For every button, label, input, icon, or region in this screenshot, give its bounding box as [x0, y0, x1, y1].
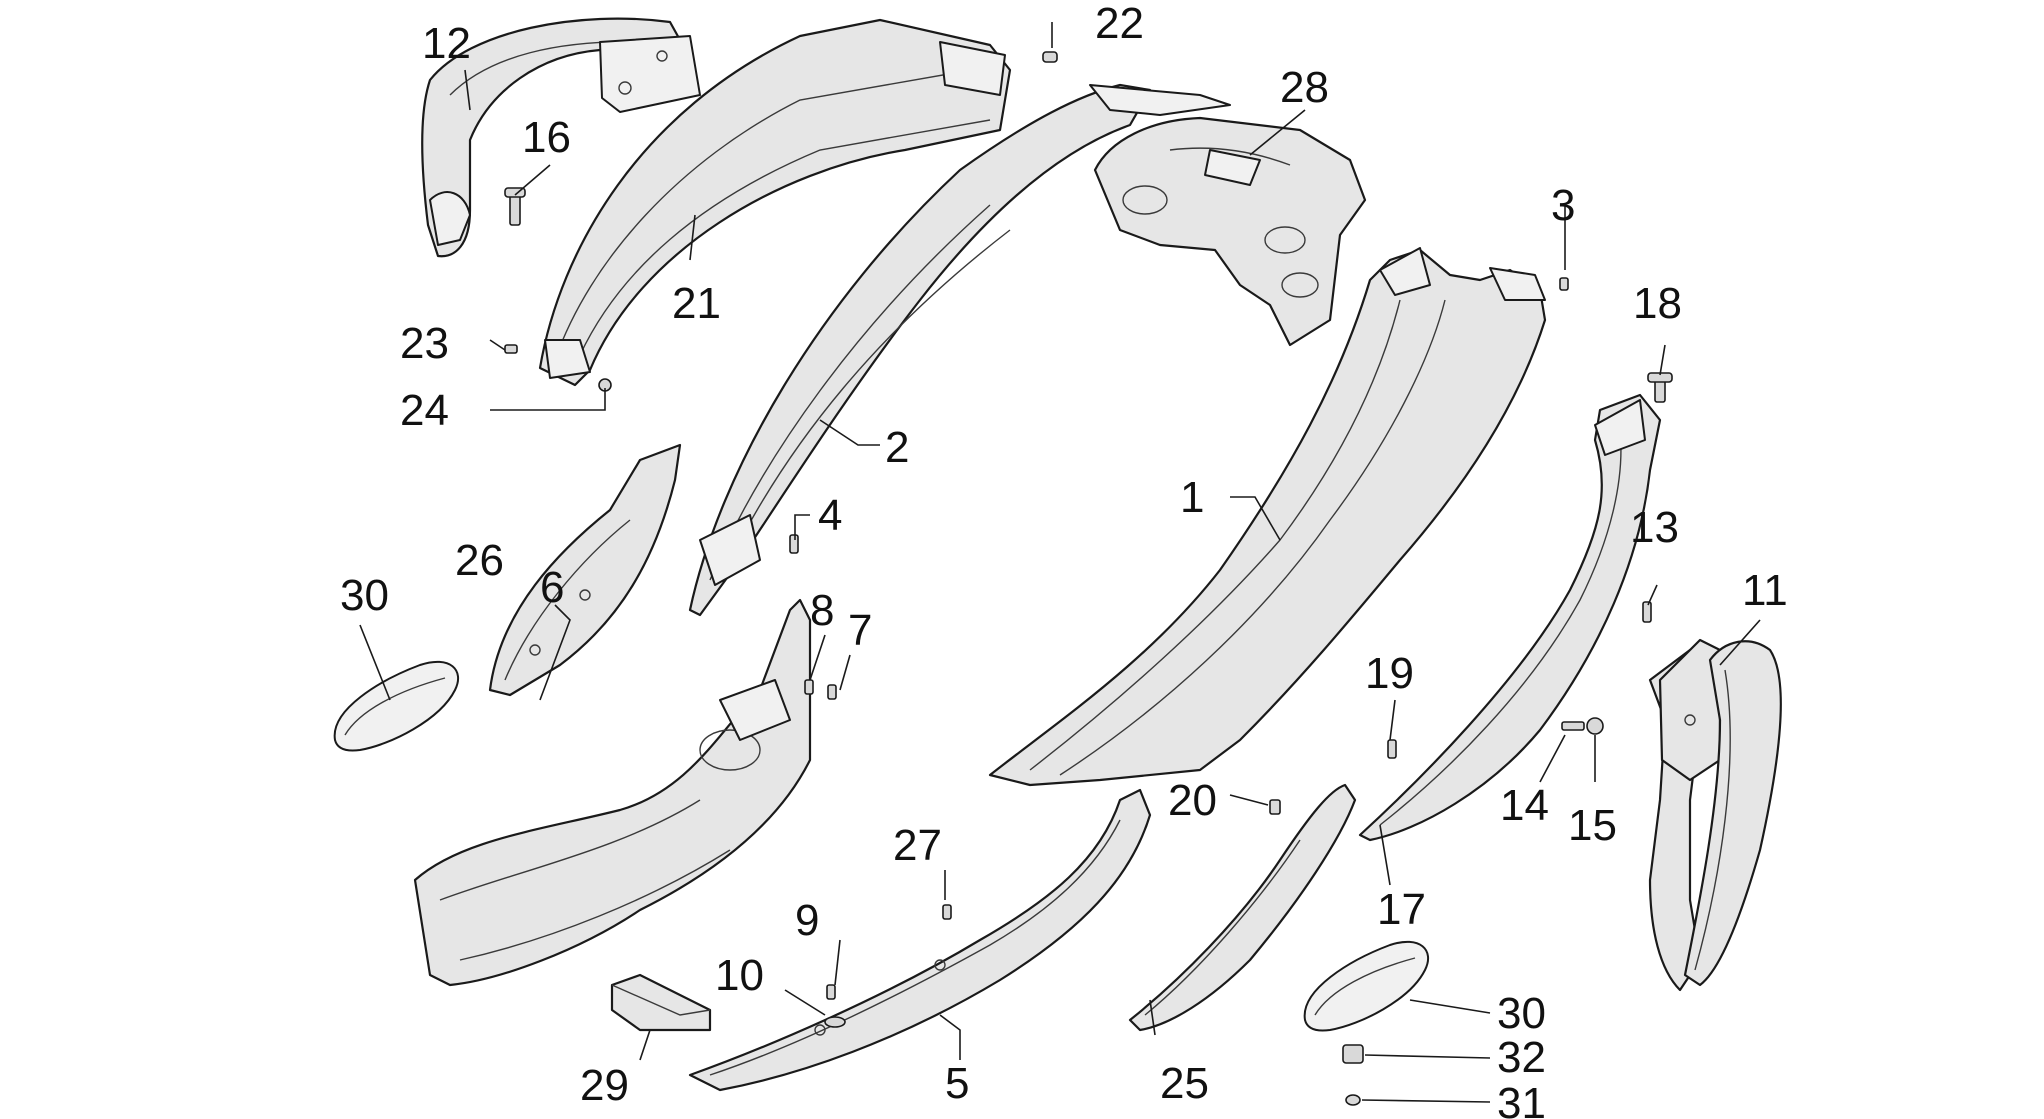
part-29-foam-block [610, 973, 712, 1032]
part-19-screw [1387, 739, 1397, 759]
callout-30-right: 30 [1497, 989, 1546, 1038]
part-5-footboard-strip [688, 788, 1152, 1092]
callout-13: 13 [1630, 503, 1679, 552]
callout-9: 9 [795, 896, 819, 945]
callout-25: 25 [1160, 1059, 1209, 1108]
callout-24: 24 [400, 386, 449, 435]
callout-27: 27 [893, 821, 942, 870]
callout-8: 8 [810, 586, 834, 635]
part-14-screw [1561, 721, 1585, 731]
callout-21: 21 [672, 279, 721, 328]
callout-19: 19 [1365, 649, 1414, 698]
part-1-main-side-panel [988, 247, 1547, 787]
part-6-lower-left-body-panel [413, 598, 812, 987]
part-16-screw [504, 187, 526, 226]
callout-labels: 1 2 3 4 5 6 7 8 9 10 11 12 13 14 15 16 1… [340, 0, 1788, 1119]
part-10-washer [824, 1016, 846, 1028]
part-22-screw [1042, 51, 1058, 63]
callout-29: 29 [580, 1061, 629, 1110]
callout-16: 16 [522, 113, 571, 162]
callout-17: 17 [1377, 885, 1426, 934]
callout-6: 6 [540, 563, 564, 612]
callout-11: 11 [1742, 566, 1788, 615]
callout-30-left: 30 [340, 571, 389, 620]
part-8-screw [804, 679, 814, 695]
callout-7: 7 [848, 606, 872, 655]
part-2-side-panel-strip [688, 83, 1231, 617]
callout-20: 20 [1168, 776, 1217, 825]
part-9-screw [826, 984, 836, 1000]
part-13-screw [1642, 601, 1652, 623]
callout-26: 26 [455, 536, 504, 585]
part-15-washer [1586, 717, 1604, 735]
callout-32: 32 [1497, 1033, 1546, 1082]
part-23-screw [504, 344, 518, 354]
part-18-screw [1647, 372, 1673, 403]
callout-14: 14 [1500, 781, 1549, 830]
part-3-screw [1559, 277, 1569, 291]
callout-31: 31 [1497, 1079, 1546, 1119]
part-7-screw [827, 684, 837, 700]
callout-23: 23 [400, 319, 449, 368]
callout-28: 28 [1280, 63, 1329, 112]
part-4-screw [789, 534, 799, 554]
callout-2: 2 [885, 423, 909, 472]
part-28-inner-frame [1093, 116, 1367, 347]
callout-3: 3 [1551, 181, 1575, 230]
part-27-screw [942, 904, 952, 920]
part-12-grab-handle-left [421, 17, 701, 258]
callout-4: 4 [818, 491, 842, 540]
part-30-emblem-left [333, 660, 460, 752]
part-32-clip [1342, 1044, 1364, 1064]
callout-18: 18 [1633, 279, 1682, 328]
callout-1: 1 [1180, 473, 1204, 522]
part-21-arch-panel [538, 18, 1012, 387]
part-30-emblem-right [1303, 940, 1430, 1032]
callout-12: 12 [422, 19, 471, 68]
callout-5: 5 [945, 1059, 969, 1108]
part-25-lower-trim-strip [1128, 783, 1357, 1032]
leader-lines [359, 22, 1761, 1103]
part-26-inner-panel [488, 443, 682, 697]
part-11-grab-handle-right [1648, 638, 1782, 992]
callout-15: 15 [1568, 801, 1617, 850]
part-31-washer [1345, 1094, 1361, 1106]
part-20-screw [1269, 799, 1281, 815]
part-17-right-trim-panel [1358, 393, 1662, 842]
callout-10: 10 [715, 951, 764, 1000]
callout-22: 22 [1095, 0, 1144, 48]
